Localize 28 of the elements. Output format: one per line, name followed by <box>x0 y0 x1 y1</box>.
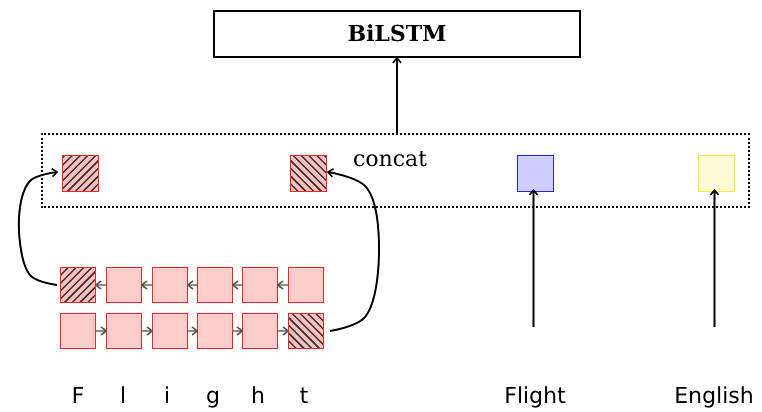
word-label: English <box>674 384 754 410</box>
process-box <box>213 10 581 58</box>
word-label: Flight <box>504 384 566 410</box>
character-label: F <box>72 384 84 410</box>
hatched-vector-square <box>62 155 99 192</box>
character-label: l <box>120 384 126 410</box>
hatched-vector-square <box>290 155 327 192</box>
embedding-square <box>517 155 554 192</box>
concat-label: concat <box>353 147 428 172</box>
character-label: i <box>164 384 170 410</box>
character-cell <box>288 267 324 303</box>
embedding-square <box>698 155 735 192</box>
character-cell <box>106 267 142 303</box>
character-cell <box>197 267 233 303</box>
character-cell <box>152 267 188 303</box>
character-cell <box>60 313 96 349</box>
hatched-vector-square <box>288 313 324 349</box>
character-label: g <box>206 384 220 410</box>
character-cell <box>242 267 278 303</box>
character-label: t <box>300 384 308 410</box>
dotted-group-box <box>41 133 750 208</box>
character-cell <box>197 313 233 349</box>
box-title: BiLSTM <box>347 21 447 47</box>
character-cell <box>106 313 142 349</box>
character-label: h <box>251 384 265 410</box>
character-cell <box>242 313 278 349</box>
hatched-vector-square <box>60 267 96 303</box>
character-cell <box>152 313 188 349</box>
